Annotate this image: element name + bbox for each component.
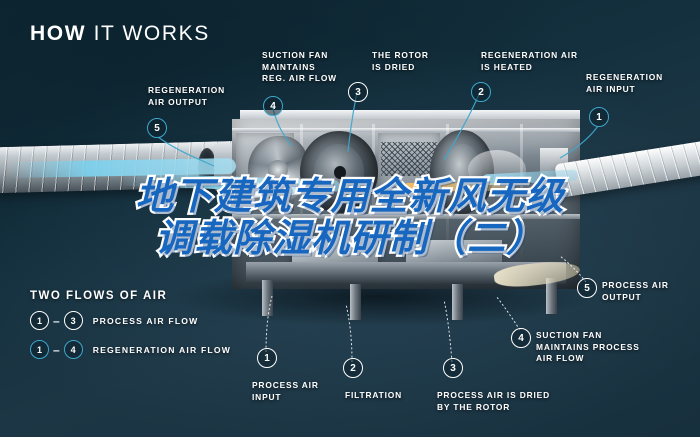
legend-row-regeneration-air-flow: 1 – 4 REGENERATION AIR FLOW (30, 340, 231, 359)
marker-4-suction-fan-reg[interactable]: 4 (263, 96, 283, 116)
cabinet-top-plate (240, 110, 580, 119)
support-leg (262, 280, 273, 316)
page-title: HOW IT WORKS (30, 22, 210, 46)
base-frame (246, 262, 566, 284)
marker-4-suction-fan-process[interactable]: 4 (511, 328, 531, 348)
marker-1-regeneration-air-input[interactable]: 1 (589, 107, 609, 127)
legend-row-process-air-flow: 1 – 3 PROCESS AIR FLOW (30, 311, 231, 330)
legend-title: TWO FLOWS OF AIR (30, 290, 168, 302)
legend-label-regeneration-air-flow: REGENERATION AIR FLOW (92, 344, 232, 355)
support-leg (350, 284, 361, 320)
page-title-rest: IT WORKS (93, 22, 210, 45)
chinese-headline-overlay: 地下建筑专用全新风无级 调载除湿机研制（二） (0, 173, 700, 261)
fan-hub (268, 160, 288, 180)
marker-3-process-air-dried[interactable]: 3 (443, 358, 463, 378)
marker-2-filtration[interactable]: 2 (343, 358, 363, 378)
cabinet-upper-rail (232, 128, 580, 132)
page-title-bold: HOW (30, 22, 87, 45)
marker-5-process-air-output[interactable]: 5 (577, 278, 597, 298)
legend-marker-from: 1 (30, 340, 49, 359)
legend-label-process-air-flow: PROCESS AIR FLOW (92, 315, 199, 326)
cabinet-seam (520, 124, 523, 284)
chinese-headline-line1: 地下建筑专用全新风无级 (133, 173, 566, 218)
cabinet-seam (300, 124, 303, 284)
legend-dash: – (53, 342, 60, 357)
legend-marker-to: 4 (63, 340, 83, 359)
airflow-ribbon-heated (404, 183, 514, 191)
legend: TWO FLOWS OF AIR 1 – 3 PROCESS AIR FLOW … (30, 290, 231, 369)
cabinet-seam (372, 124, 375, 284)
legend-dash: – (53, 313, 60, 328)
cabinet-lower-rail (232, 214, 580, 219)
marker-5-regeneration-air-output[interactable]: 5 (147, 118, 167, 138)
desiccant-rotor-hub (334, 166, 346, 179)
marker-2-regeneration-air-heated[interactable]: 2 (471, 82, 491, 102)
legend-marker-to: 3 (63, 311, 83, 330)
heater-mesh (381, 142, 437, 176)
support-leg (546, 278, 557, 314)
chinese-headline-line2: 调载除湿机研制（二） (153, 216, 547, 261)
support-leg (452, 284, 463, 320)
marker-3-rotor-is-dried[interactable]: 3 (348, 82, 368, 102)
callout-filtration: FILTRATION (345, 390, 403, 400)
legend-marker-from: 1 (30, 311, 49, 330)
marker-1-process-air-input[interactable]: 1 (257, 348, 277, 368)
